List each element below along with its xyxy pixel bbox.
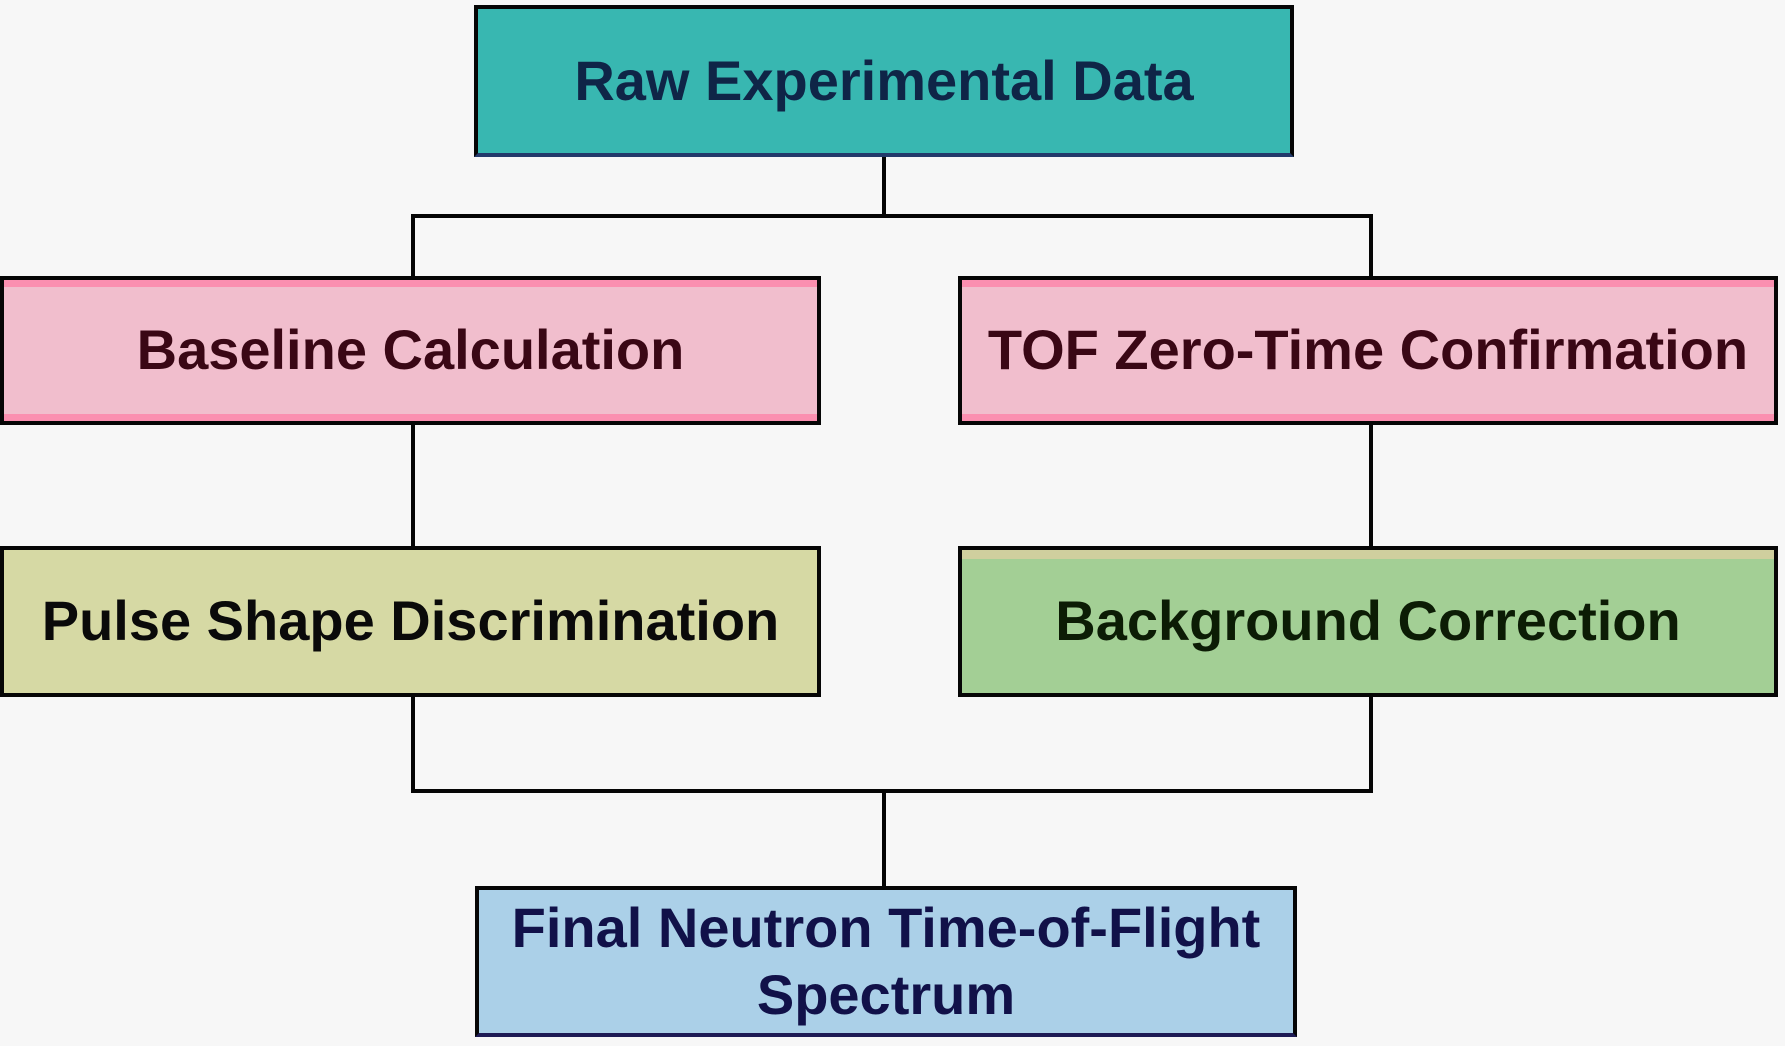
connector-baseline-to-pulse-shape: [411, 425, 415, 546]
flow-node-raw-experimental-data: Raw Experimental Data: [474, 5, 1294, 157]
connector-pulse-shape-to-join: [411, 697, 415, 791]
connector-raw-to-split: [882, 157, 886, 214]
node-label-pulse-shape-discrimination: Pulse Shape Discrimination: [41, 589, 780, 653]
flow-node-background-correction: Background Correction: [958, 546, 1778, 697]
flow-node-pulse-shape-discrimination: Pulse Shape Discrimination: [0, 546, 821, 697]
node-label-final-neutron-tof-spectrum: Final Neutron Time-of-Flight Spectrum: [511, 896, 1261, 1026]
connector-tof-to-background: [1369, 425, 1373, 546]
connector-join-rail: [411, 789, 1373, 793]
node-label-background-correction: Background Correction: [1055, 589, 1681, 653]
connector-join-to-final: [882, 791, 886, 886]
flow-node-baseline-calculation: Baseline Calculation: [0, 276, 821, 425]
node-label-baseline-calculation: Baseline Calculation: [136, 318, 685, 382]
node-label-raw-experimental-data: Raw Experimental Data: [574, 48, 1194, 112]
connector-split-to-tof: [1369, 216, 1373, 276]
connector-split-to-baseline: [411, 216, 415, 276]
flow-node-tof-zero-time-confirmation: TOF Zero-Time Confirmation: [958, 276, 1778, 425]
node-label-tof-zero-time-confirmation: TOF Zero-Time Confirmation: [987, 318, 1749, 382]
connector-background-to-join: [1369, 697, 1373, 791]
connector-split-rail: [411, 214, 1373, 218]
flow-node-final-neutron-tof-spectrum: Final Neutron Time-of-Flight Spectrum: [475, 886, 1297, 1037]
